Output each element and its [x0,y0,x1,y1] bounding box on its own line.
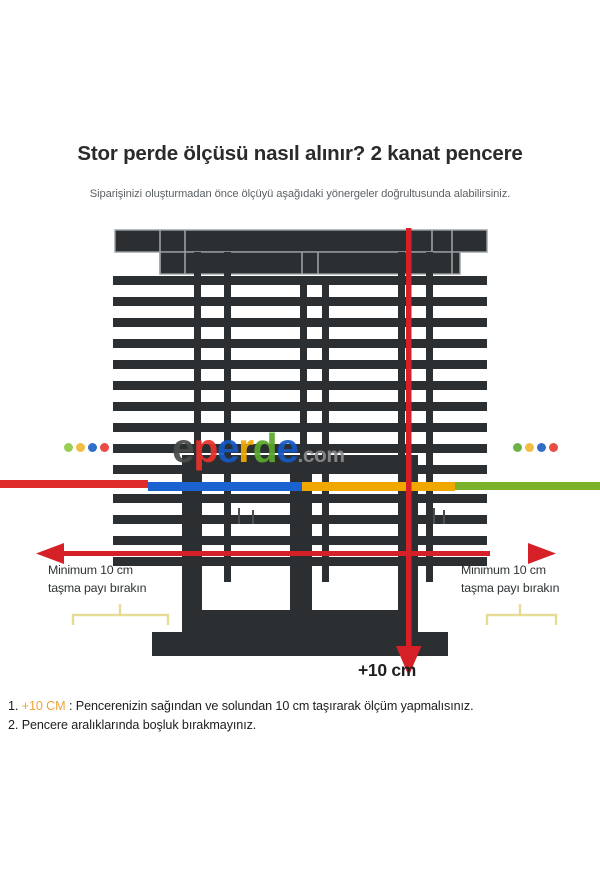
label-right-line1: Minimum 10 cm [461,563,546,577]
note-1-text: : Pencerenizin sağından ve solundan 10 c… [68,699,474,713]
label-left-line2: taşma payı bırakın [48,581,147,595]
bracket-left [71,604,170,625]
label-right-minimum: Minimum 10 cm taşma payı bırakın [461,561,560,597]
page-title: Stor perde ölçüsü nasıl alınır? 2 kanat … [77,142,523,165]
label-plus-ten: +10 cm [358,660,417,680]
red-reference-line [0,512,600,516]
blind-slats-lower [113,494,487,566]
logo-letter-4: d [252,425,278,471]
blind-slats [113,276,487,474]
note-1-number: 1. [8,699,19,713]
footer-note-2: 2. Pencere aralıklarında boşluk bırakmay… [8,718,257,732]
blind-ladder-cords [194,252,433,582]
window-frame [152,455,448,656]
footer-note-1: 1. +10 CM : Pencerenizin sağından ve sol… [8,697,596,716]
watermark-logo: eperde.com [172,424,432,472]
page-subtitle: Siparişinizi oluşturmadan önce ölçüyü aş… [89,188,511,200]
dot-left-3 [100,443,109,452]
band-blue [148,482,302,491]
note-1-highlight: +10 CM [21,699,66,713]
decorative-dots-right [513,443,558,452]
label-left-minimum: Minimum 10 cm taşma payı bırakın [48,561,147,597]
blind-pull-cords [238,508,445,524]
logo-letter-0: e [172,425,195,471]
decorative-dots-left [64,443,109,452]
dot-left-2 [88,443,97,452]
bracket-right [485,604,558,625]
footer-notes: 1. +10 CM : Pencerenizin sağından ve sol… [8,697,596,735]
logo-letter-1: p [193,425,218,471]
dot-right-0 [513,443,522,452]
band-red [0,480,148,488]
logo-letter-2: e [216,425,240,471]
band-green [455,482,600,490]
dot-right-2 [537,443,546,452]
dot-left-1 [76,443,85,452]
blind-head-rail [114,229,488,275]
measure-color-band [0,480,600,491]
logo-suffix: .com [297,444,346,467]
band-yellow [302,482,455,491]
label-right-line2: taşma payı bırakın [461,581,560,595]
logo-letter-5: e [276,425,299,471]
logo-letter-3: r [238,425,254,471]
label-left-line1: Minimum 10 cm [48,563,133,577]
dot-left-0 [64,443,73,452]
dot-right-1 [525,443,534,452]
dot-right-3 [549,443,558,452]
